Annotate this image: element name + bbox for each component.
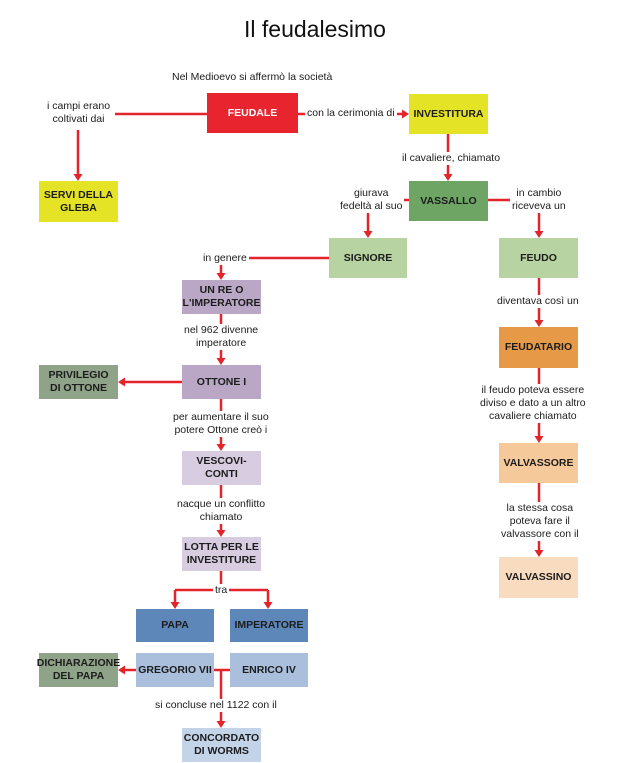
connector-gregorio-dichiarazione-arrowhead <box>118 665 125 675</box>
node-concordato-di-worms: CONCORDATO DI WORMS <box>182 728 261 762</box>
node-lotta-per-le-investiture: LOTTA PER LE INVESTITURE <box>182 537 261 571</box>
label-campi: i campi erano coltivati dai <box>45 100 113 126</box>
label-nel962: nel 962 divenne imperatore <box>182 324 261 350</box>
label-intro: Nel Medioevo si affermò la società <box>170 71 335 84</box>
label-feudo-poteva: il feudo poteva essere diviso e dato a u… <box>478 384 588 423</box>
connector-ottone-vescovi-arrowhead <box>216 444 226 451</box>
connector-feudatario-valvassore-arrowhead <box>534 436 544 443</box>
node-vescovi-conti: VESCOVI-CONTI <box>182 451 261 485</box>
connector-investitura-vassallo-arrowhead <box>443 174 453 181</box>
label-diventava: diventava così un <box>495 295 581 308</box>
node-valvassino: VALVASSINO <box>499 557 578 598</box>
connector-vescovi-lotta-arrowhead <box>216 530 226 537</box>
connector-feudale-servi-arrowhead <box>73 174 83 181</box>
node-re-imperatore: UN RE O L'IMPERATORE <box>182 280 261 314</box>
node-enrico-iv: ENRICO IV <box>230 653 308 687</box>
connector-lotta-imperatore-arrowhead <box>263 602 273 609</box>
node-dichiarazione-del-papa: DICHIARAZIONE DEL PAPA <box>37 653 120 687</box>
node-feudo: FEUDO <box>499 238 578 278</box>
node-servi-della-gleba: SERVI DELLA GLEBA <box>39 181 118 222</box>
label-concluse: si concluse nel 1122 con il <box>153 699 279 712</box>
label-aumentare: per aumentare il suo potere Ottone creò … <box>171 411 271 437</box>
label-cambio: in cambio riceveva un <box>510 187 568 213</box>
node-valvassore: VALVASSORE <box>499 443 578 483</box>
label-cavaliere: il cavaliere, chiamato <box>400 152 503 165</box>
node-imperatore: IMPERATORE <box>230 609 308 642</box>
page-title: Il feudalesimo <box>244 16 386 42</box>
label-genere: in genere <box>201 252 249 265</box>
connector-re-ottone-arrowhead <box>216 358 226 365</box>
node-signore: SIGNORE <box>329 238 407 278</box>
node-feudatario: FEUDATARIO <box>499 327 578 368</box>
label-giurava: giurava fedeltà al suo <box>338 187 405 213</box>
connector-lotta-papa-arrowhead <box>170 602 180 609</box>
connector-valvassore-valvassino-arrowhead <box>534 550 544 557</box>
node-papa: PAPA <box>136 609 214 642</box>
node-vassallo: VASSALLO <box>409 181 488 221</box>
node-investitura: INVESTITURA <box>409 94 488 134</box>
node-gregorio-vii: GREGORIO VII <box>136 653 214 687</box>
connector-concordato-arrowhead <box>216 721 226 728</box>
label-nacque: nacque un conflitto chiamato <box>175 498 268 524</box>
connector-feudo-feudatario-arrowhead <box>534 320 544 327</box>
label-stessa: la stessa cosa poteva fare il valvassore… <box>499 502 581 541</box>
node-feudale: FEUDALE <box>207 93 298 133</box>
connector-ottone-privilegio-arrowhead <box>118 377 125 387</box>
connector-vassallo-feudo-arrowhead <box>534 231 544 238</box>
node-privilegio-di-ottone: PRIVILEGIO DI OTTONE <box>39 365 118 399</box>
connector-vassallo-signore-arrowhead <box>363 231 373 238</box>
label-tra: tra <box>213 584 230 597</box>
node-ottone-i: OTTONE I <box>182 365 261 399</box>
label-cerimonia: con la cerimonia di <box>305 107 397 120</box>
connector-signore-re-arrowhead <box>216 273 226 280</box>
connector-feudale-investitura-arrowhead <box>402 109 409 119</box>
